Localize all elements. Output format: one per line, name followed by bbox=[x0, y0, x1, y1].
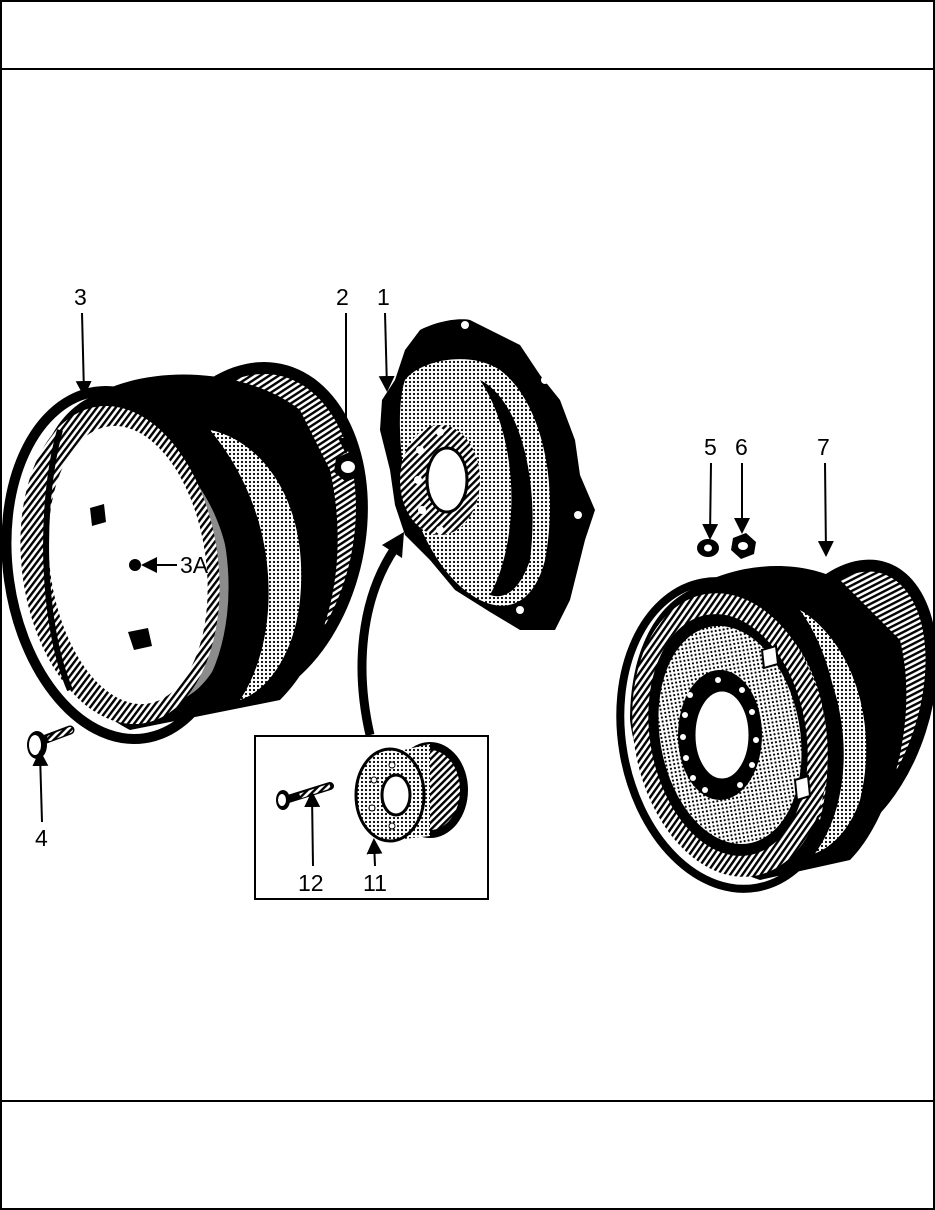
nut-part-6 bbox=[731, 533, 756, 559]
washer-part-5 bbox=[697, 539, 719, 557]
wheel-disc-part-1 bbox=[380, 319, 595, 630]
callout-2: 2 bbox=[336, 284, 349, 310]
callout-5: 5 bbox=[704, 434, 717, 460]
callout-6: 6 bbox=[735, 434, 748, 460]
front-wheel-part-7 bbox=[616, 559, 935, 893]
rim-part-3 bbox=[1, 362, 368, 744]
callout-12: 12 bbox=[298, 870, 324, 896]
callout-7: 7 bbox=[817, 434, 830, 460]
callout-3a: 3A bbox=[180, 552, 209, 578]
callout-11: 11 bbox=[363, 870, 387, 896]
hub-part-11 bbox=[354, 742, 468, 843]
leader-lines bbox=[32, 312, 834, 867]
bolt-part-4 bbox=[27, 725, 75, 759]
inset-pointer-arrow bbox=[357, 532, 404, 737]
callout-3: 3 bbox=[74, 284, 87, 310]
nut-part-2 bbox=[334, 452, 362, 482]
callout-1: 1 bbox=[377, 284, 390, 310]
callout-4: 4 bbox=[35, 825, 48, 851]
